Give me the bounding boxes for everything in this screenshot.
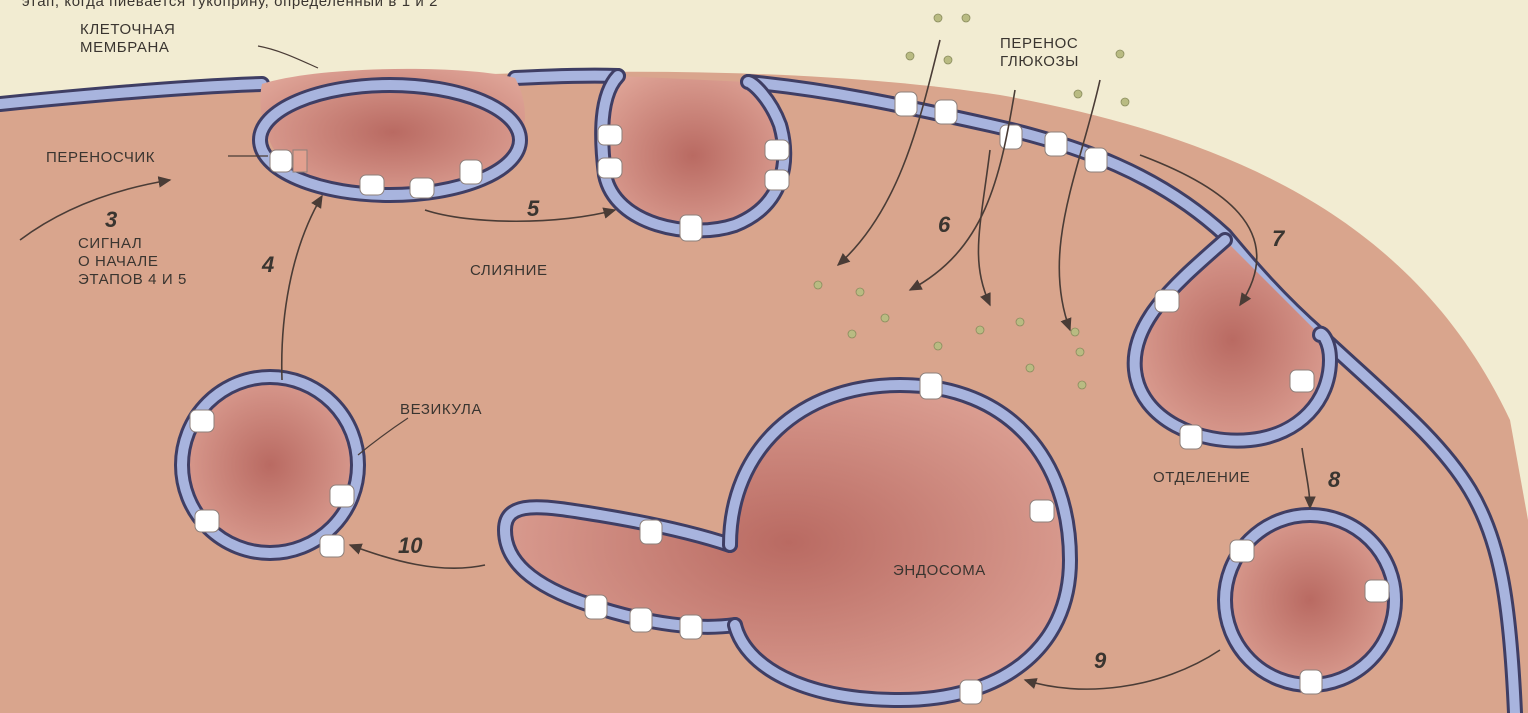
- step-number-6: 6: [938, 212, 951, 237]
- header-caption: этап, когда пиевается тукоприну, определ…: [22, 0, 438, 10]
- step-number-3: 3: [105, 207, 117, 232]
- step-number-7: 7: [1272, 226, 1286, 251]
- label-signal-2: О НАЧАЛЕ: [78, 253, 158, 270]
- step-number-4: 4: [261, 252, 274, 277]
- step-number-9: 9: [1094, 648, 1107, 673]
- step-number-10: 10: [398, 533, 423, 558]
- label-cell-membrane-2: МЕМБРАНА: [80, 39, 169, 56]
- fusing-vesicle: [601, 76, 785, 235]
- label-fusion: СЛИЯНИЕ: [470, 262, 548, 279]
- label-glucose-transport-2: ГЛЮКОЗЫ: [1000, 53, 1079, 70]
- label-signal-1: СИГНАЛ: [78, 235, 142, 252]
- label-signal-3: ЭТАПОВ 4 И 5: [78, 271, 187, 288]
- storage-vesicle: [260, 69, 525, 196]
- leader-membrane: [258, 46, 318, 68]
- label-transporter: ПЕРЕНОСЧИК: [46, 149, 155, 166]
- label-glucose-transport-1: ПЕРЕНОС: [1000, 35, 1078, 52]
- label-endosome: ЭНДОСОМА: [893, 562, 986, 579]
- step-number-8: 8: [1328, 467, 1341, 492]
- label-vesicle: ВЕЗИКУЛА: [400, 401, 482, 418]
- label-separation: ОТДЕЛЕНИЕ: [1153, 469, 1250, 486]
- step-number-5: 5: [527, 196, 540, 221]
- label-cell-membrane-1: КЛЕТОЧНАЯ: [80, 21, 175, 38]
